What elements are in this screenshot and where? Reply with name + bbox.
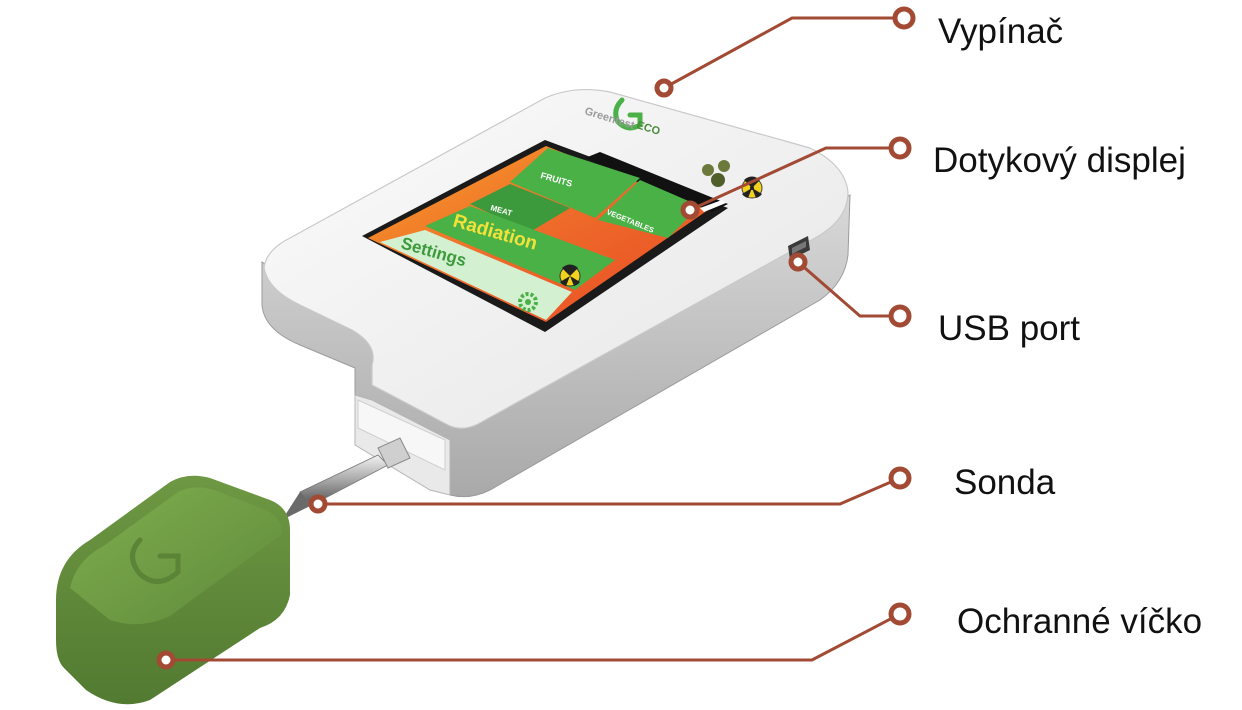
callout-usb-port (788, 252, 912, 328)
callout-touch-display (680, 136, 912, 220)
greentest-logo (613, 97, 643, 131)
callout-protective-cap (156, 602, 912, 670)
callout-probe (308, 466, 912, 514)
callout-label-usb-port: USB port (938, 309, 1080, 348)
callout-anchor-dot (654, 78, 674, 98)
nitrate-icon (702, 160, 730, 187)
tile-meat[interactable]: MEAT (470, 184, 570, 232)
protective-cap (56, 475, 290, 705)
tile-fruits[interactable]: FRUITS (510, 148, 640, 218)
callout-label-touch-display: Dotykový displej (933, 141, 1186, 180)
callout-end-dot (892, 6, 916, 30)
callout-end-dot (888, 136, 912, 160)
callout-power-switch (654, 6, 916, 98)
callout-label-power-switch: Vypínač (938, 12, 1064, 51)
callout-end-dot (888, 602, 912, 626)
callout-anchor-dot (680, 200, 700, 220)
callout-label-probe: Sonda (954, 463, 1056, 502)
touch-display: FRUITS MEAT VEGETABLES Radiation Setting… (362, 140, 728, 332)
gear-icon (518, 292, 538, 312)
cap-leaf-logo (130, 537, 181, 584)
callout-end-dot (888, 466, 912, 490)
callout-label-protective-cap: Ochranné víčko (957, 602, 1203, 641)
callout-lines (156, 6, 916, 670)
callout-end-dot (888, 304, 912, 328)
callout-anchor-dot (156, 650, 176, 670)
callout-anchor-dot (308, 494, 328, 514)
radiation-tile-icon (559, 264, 581, 287)
callout-anchor-dot (788, 252, 808, 272)
probe (282, 437, 411, 520)
